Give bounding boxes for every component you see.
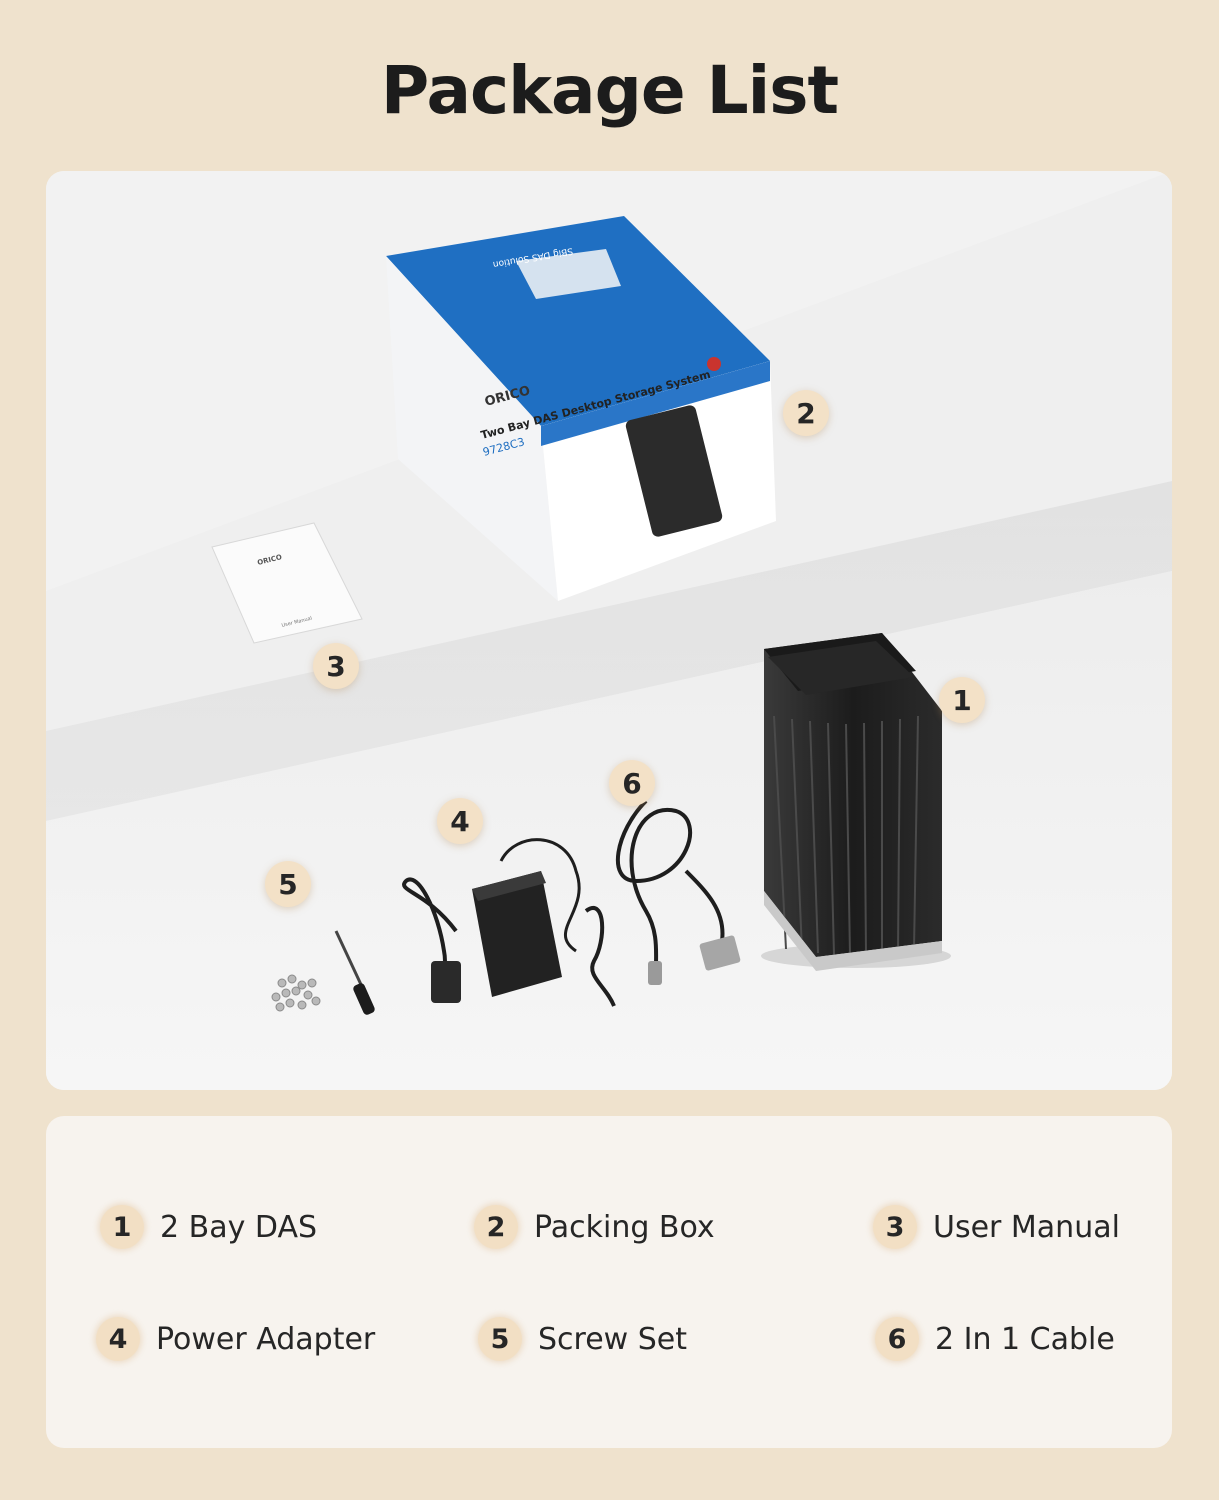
product-illustration: ORICO Two Bay DAS Desktop Storage System… <box>46 171 1172 1090</box>
screw-set <box>271 930 375 1015</box>
callout-1: 1 <box>939 677 985 723</box>
callout-6: 6 <box>609 760 655 806</box>
list-item: 5 Screw Set <box>478 1315 687 1363</box>
callout-5: 5 <box>265 861 311 907</box>
two-in-one-cable <box>615 799 741 985</box>
item-label: Power Adapter <box>156 1321 376 1357</box>
das-enclosure <box>761 633 951 971</box>
item-number-badge: 5 <box>478 1317 522 1361</box>
item-label: Packing Box <box>534 1209 715 1245</box>
callout-3: 3 <box>313 643 359 689</box>
item-number-badge: 1 <box>100 1205 144 1249</box>
power-adapter <box>402 838 616 1007</box>
item-number-badge: 2 <box>474 1205 518 1249</box>
item-number-badge: 3 <box>873 1205 917 1249</box>
package-list-panel: 1 2 Bay DAS 2 Packing Box 3 User Manual … <box>46 1116 1172 1448</box>
callout-4: 4 <box>437 798 483 844</box>
list-item: 6 2 In 1 Cable <box>875 1315 1115 1363</box>
callout-2: 2 <box>783 390 829 436</box>
product-photo-panel: ORICO Two Bay DAS Desktop Storage System… <box>46 171 1172 1090</box>
item-label: 2 Bay DAS <box>160 1209 318 1245</box>
item-number-badge: 6 <box>875 1317 919 1361</box>
item-label: 2 In 1 Cable <box>935 1321 1115 1357</box>
list-item: 3 User Manual <box>873 1203 1120 1251</box>
list-item: 1 2 Bay DAS <box>100 1203 317 1251</box>
user-manual: ORICO User Manual <box>211 522 363 644</box>
packing-box: ORICO Two Bay DAS Desktop Storage System… <box>386 216 776 601</box>
item-label: User Manual <box>933 1209 1120 1245</box>
list-item: 2 Packing Box <box>474 1203 715 1251</box>
item-label: Screw Set <box>538 1321 688 1357</box>
page-title: Package List <box>380 52 839 129</box>
list-item: 4 Power Adapter <box>96 1315 375 1363</box>
item-number-badge: 4 <box>96 1317 140 1361</box>
box-badge-icon <box>707 357 721 371</box>
